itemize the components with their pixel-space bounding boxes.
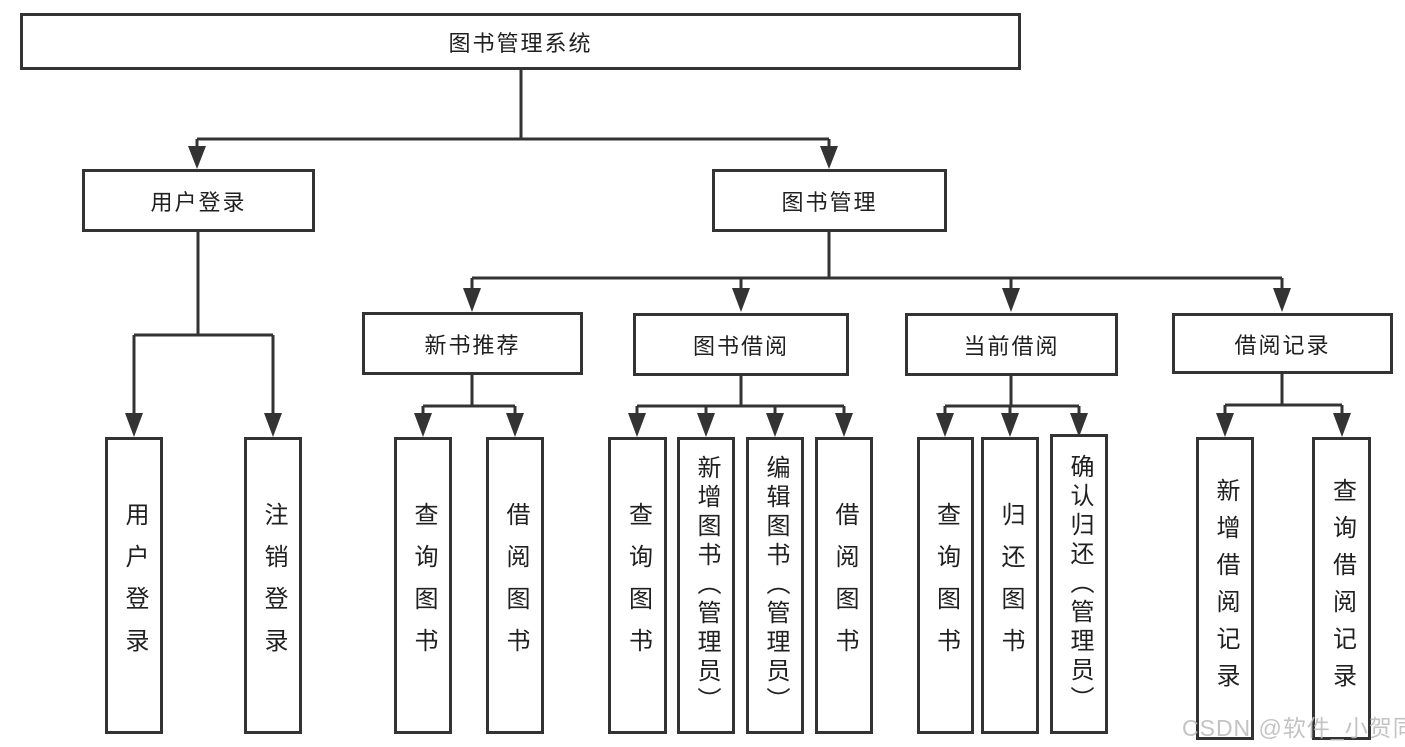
node-user-login: 用户登录 xyxy=(82,169,315,232)
leaf-borrow-query-label: 查询图书 xyxy=(624,501,652,670)
node-user-login-label: 用户登录 xyxy=(150,189,247,215)
node-current-borrow-label: 当前借阅 xyxy=(963,333,1060,359)
leaf-borrow-edit-label: 编辑图书（管理员） xyxy=(762,455,789,716)
branch-book-mgmt xyxy=(463,232,1291,312)
leaf-current-return-label: 归还图书 xyxy=(997,501,1024,670)
leaf-current-return: 归还图书 xyxy=(981,437,1039,734)
branch-new-books xyxy=(414,375,524,437)
node-book-mgmt: 图书管理 xyxy=(712,169,947,232)
leaf-borrow-add-label: 新增图书（管理员） xyxy=(693,455,720,716)
leaf-records-add-label: 新增借阅记录 xyxy=(1212,477,1239,700)
leaf-current-query-label: 查询图书 xyxy=(932,501,960,670)
leaf-user-login-label: 用户登录 xyxy=(121,501,148,670)
leaf-current-query: 查询图书 xyxy=(917,437,974,734)
leaf-borrow-add: 新增图书（管理员） xyxy=(677,437,735,734)
leaf-logout-label: 注销登录 xyxy=(260,501,287,670)
leaf-borrow-book: 借阅图书 xyxy=(815,437,873,734)
node-book-borrow: 图书借阅 xyxy=(633,313,849,376)
leaf-records-query-label: 查询借阅记录 xyxy=(1328,477,1356,700)
branch-user-login xyxy=(125,232,282,437)
leaf-current-confirm: 确认归还（管理员） xyxy=(1050,434,1108,734)
leaf-current-confirm-label: 确认归还（管理员） xyxy=(1066,453,1093,715)
node-root: 图书管理系统 xyxy=(20,13,1021,70)
leaf-borrow-edit: 编辑图书（管理员） xyxy=(746,437,804,734)
leaf-records-add: 新增借阅记录 xyxy=(1196,437,1254,740)
csdn-watermark: CSDN @软件_小贺同学 xyxy=(1182,715,1405,741)
leaf-newbooks-query-label: 查询图书 xyxy=(410,501,437,670)
node-borrow-records-label: 借阅记录 xyxy=(1234,332,1331,358)
leaf-borrow-book-label: 借阅图书 xyxy=(831,501,858,670)
leaf-records-query: 查询借阅记录 xyxy=(1312,437,1371,740)
leaf-newbooks-query: 查询图书 xyxy=(394,437,452,734)
branch-root xyxy=(188,70,838,169)
node-root-label: 图书管理系统 xyxy=(448,30,593,56)
leaf-newbooks-borrow: 借阅图书 xyxy=(486,437,544,734)
node-new-books-label: 新书推荐 xyxy=(424,332,521,358)
node-borrow-records: 借阅记录 xyxy=(1172,313,1393,374)
leaf-user-login: 用户登录 xyxy=(105,437,163,734)
leaf-newbooks-borrow-label: 借阅图书 xyxy=(502,501,529,670)
branch-borrow-records xyxy=(1216,374,1351,437)
node-book-mgmt-label: 图书管理 xyxy=(781,189,878,215)
node-book-borrow-label: 图书借阅 xyxy=(692,333,789,359)
leaf-borrow-query: 查询图书 xyxy=(608,437,667,734)
branch-current-borrow xyxy=(936,376,1088,437)
leaf-logout: 注销登录 xyxy=(244,437,302,734)
node-new-books: 新书推荐 xyxy=(362,312,583,375)
node-current-borrow: 当前借阅 xyxy=(905,313,1118,376)
branch-book-borrow xyxy=(628,376,853,437)
